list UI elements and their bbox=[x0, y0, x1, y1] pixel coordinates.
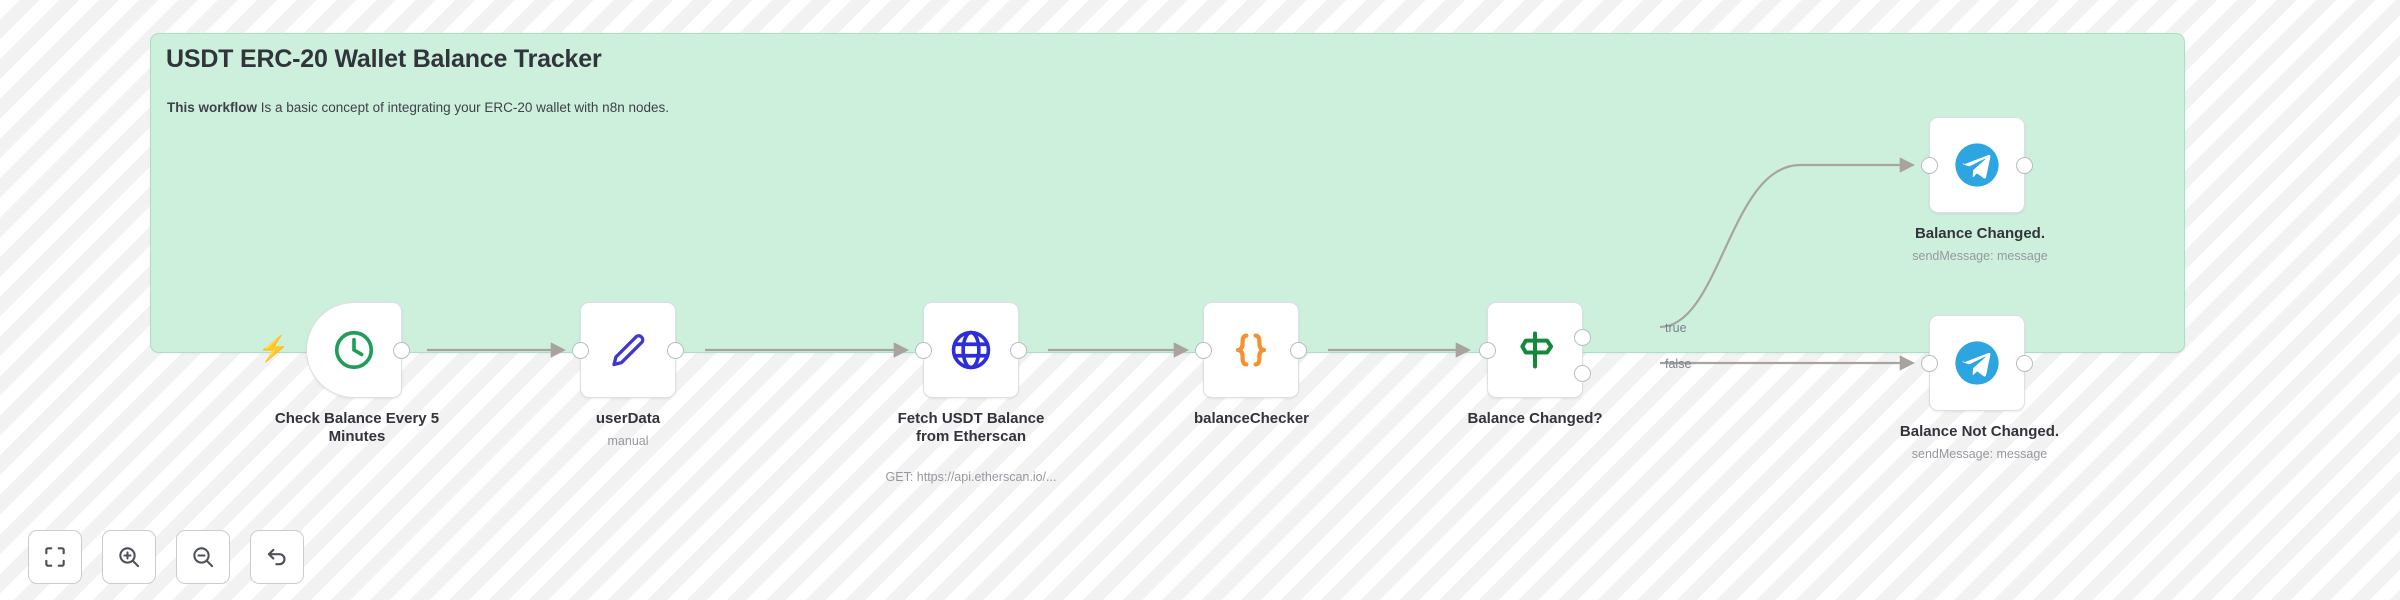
node-caption-fetch-usdt: Fetch USDT Balance from Etherscan bbox=[897, 410, 1045, 446]
node-fetch-usdt-balance-from-etherscan[interactable] bbox=[915, 302, 1027, 398]
node-userdata[interactable] bbox=[572, 302, 684, 398]
node-caption-balance-not-changed: Balance Not Changed. bbox=[1899, 423, 2060, 440]
output-port[interactable] bbox=[393, 341, 410, 359]
node-caption-check-balance: Check Balance Every 5 Minutes bbox=[274, 410, 440, 446]
output-port[interactable] bbox=[1290, 341, 1307, 359]
signpost-icon bbox=[1520, 331, 1554, 369]
input-port[interactable] bbox=[915, 341, 932, 359]
fit-view-button[interactable] bbox=[28, 530, 82, 584]
output-port-true[interactable] bbox=[1574, 329, 1591, 346]
output-port[interactable] bbox=[2016, 156, 2033, 174]
pencil-icon bbox=[612, 334, 645, 367]
zoom-out-icon bbox=[193, 547, 214, 568]
node-caption-balancechecker: balanceChecker bbox=[1193, 410, 1310, 427]
input-port[interactable] bbox=[1479, 341, 1496, 359]
sticky-note-subtitle-rest: Is a basic concept of integrating your E… bbox=[257, 100, 669, 115]
zoom-in-button[interactable] bbox=[102, 530, 156, 584]
node-caption-userdata: userData bbox=[595, 410, 661, 427]
output-port[interactable] bbox=[2016, 354, 2033, 372]
fit-view-icon bbox=[45, 547, 65, 567]
node-caption-balance-changed: Balance Changed. bbox=[1914, 225, 2046, 242]
sticky-note-subtitle: This workflow Is a basic concept of inte… bbox=[167, 100, 669, 115]
input-port[interactable] bbox=[1195, 341, 1212, 359]
telegram-icon bbox=[1955, 341, 1999, 385]
node-balance-changed[interactable] bbox=[1921, 117, 2033, 213]
sticky-note-title: USDT ERC-20 Wallet Balance Tracker bbox=[166, 45, 602, 73]
node-subtitle-balance-not-changed: sendMessage: message bbox=[1911, 447, 2048, 461]
output-port[interactable] bbox=[667, 341, 684, 359]
undo-arrow-icon bbox=[267, 548, 286, 566]
node-balance-changed-question[interactable] bbox=[1479, 302, 1591, 398]
clock-icon bbox=[334, 330, 374, 370]
node-balance-not-changed[interactable] bbox=[1921, 315, 2033, 411]
output-port[interactable] bbox=[1010, 341, 1027, 359]
globe-icon bbox=[951, 330, 991, 370]
node-balancechecker[interactable] bbox=[1195, 302, 1307, 398]
zoom-in-icon bbox=[119, 547, 140, 568]
canvas-controls bbox=[28, 530, 304, 584]
telegram-icon bbox=[1955, 143, 1999, 187]
zoom-out-button[interactable] bbox=[176, 530, 230, 584]
reset-zoom-button[interactable] bbox=[250, 530, 304, 584]
node-subtitle-fetch-usdt: GET: https://api.etherscan.io/... bbox=[885, 470, 1057, 484]
node-check-balance-every-5-minutes[interactable] bbox=[306, 302, 410, 398]
input-port[interactable] bbox=[1921, 156, 1938, 174]
node-subtitle-userdata: manual bbox=[607, 434, 649, 448]
output-label-false: false bbox=[1665, 357, 1692, 371]
sticky-note[interactable]: USDT ERC-20 Wallet Balance Tracker This … bbox=[150, 33, 2185, 353]
sticky-note-subtitle-bold: This workflow bbox=[167, 100, 258, 115]
output-label-true: true bbox=[1665, 321, 1687, 335]
input-port[interactable] bbox=[1921, 354, 1938, 372]
input-port[interactable] bbox=[572, 341, 589, 359]
lightning-bolt-icon: ⚡ bbox=[258, 335, 290, 363]
code-braces-icon bbox=[1235, 333, 1267, 367]
output-port-false[interactable] bbox=[1574, 365, 1591, 382]
node-subtitle-balance-changed: sendMessage: message bbox=[1912, 249, 2048, 263]
node-caption-balance-changed-question: Balance Changed? bbox=[1467, 410, 1603, 427]
